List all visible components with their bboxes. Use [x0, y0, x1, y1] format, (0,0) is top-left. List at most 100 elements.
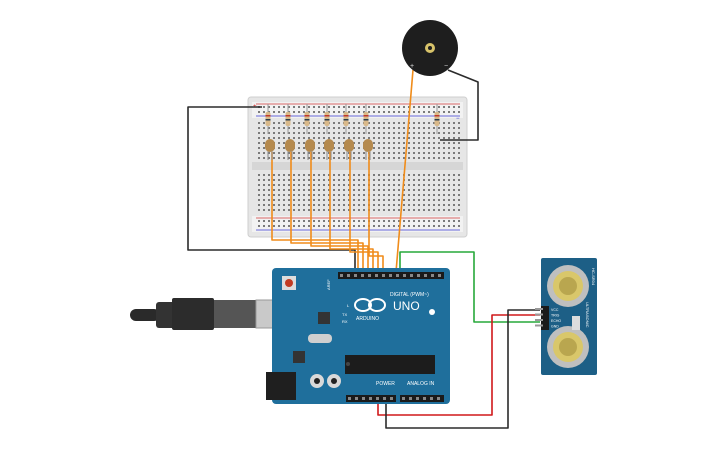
rail-minus-label: − — [456, 116, 460, 122]
hole — [373, 220, 375, 222]
header-pin — [423, 397, 426, 400]
hole — [283, 132, 285, 134]
piezo-buzzer[interactable]: + − — [402, 20, 458, 76]
hole — [448, 132, 450, 134]
hole — [343, 174, 345, 176]
hole — [258, 137, 260, 139]
hole — [273, 157, 275, 159]
usb-cable[interactable] — [130, 298, 293, 330]
hole — [343, 106, 345, 108]
hole — [413, 174, 415, 176]
hole — [333, 132, 335, 134]
hole — [453, 137, 455, 139]
hole — [443, 194, 445, 196]
hole — [353, 132, 355, 134]
hole — [263, 157, 265, 159]
hole — [373, 132, 375, 134]
hole — [283, 225, 285, 227]
hole — [413, 142, 415, 144]
led[interactable] — [324, 139, 334, 152]
hole — [403, 225, 405, 227]
hole — [258, 147, 260, 149]
hole — [398, 225, 400, 227]
hole — [278, 127, 280, 129]
hole — [423, 157, 425, 159]
hole — [263, 225, 265, 227]
hole — [358, 127, 360, 129]
hole — [378, 132, 380, 134]
hole — [378, 111, 380, 113]
breadboard[interactable]: + − — [247, 96, 468, 238]
hole — [348, 199, 350, 201]
hole — [338, 194, 340, 196]
hole — [408, 199, 410, 201]
hole — [333, 111, 335, 113]
hole — [433, 184, 435, 186]
hole — [373, 204, 375, 206]
hole — [413, 106, 415, 108]
hole — [428, 204, 430, 206]
hole — [333, 209, 335, 211]
hole — [273, 106, 275, 108]
hole — [308, 225, 310, 227]
led[interactable] — [305, 139, 315, 152]
hole — [428, 174, 430, 176]
led[interactable] — [265, 139, 275, 152]
hole — [433, 152, 435, 154]
hole — [408, 132, 410, 134]
hole — [358, 122, 360, 124]
hole — [263, 137, 265, 139]
led[interactable] — [344, 139, 354, 152]
header-pin — [376, 397, 379, 400]
hole — [403, 122, 405, 124]
hole — [323, 225, 325, 227]
hole — [298, 194, 300, 196]
hole — [423, 122, 425, 124]
hole — [443, 111, 445, 113]
hole — [383, 179, 385, 181]
hole — [328, 152, 330, 154]
hole — [393, 127, 395, 129]
hole — [398, 220, 400, 222]
hole — [413, 199, 415, 201]
hole — [418, 194, 420, 196]
hole — [258, 225, 260, 227]
wire-led-6 — [368, 152, 384, 272]
hole — [383, 147, 385, 149]
hole — [293, 189, 295, 191]
hole — [288, 157, 290, 159]
hole — [308, 179, 310, 181]
hole — [438, 220, 440, 222]
sensor-pin-label: ECHO — [551, 319, 561, 323]
hole — [268, 106, 270, 108]
hole — [313, 199, 315, 201]
hole — [363, 132, 365, 134]
hole — [353, 209, 355, 211]
hole — [453, 106, 455, 108]
hole — [373, 137, 375, 139]
hole — [378, 189, 380, 191]
arduino-uno[interactable]: DIGITAL (PWM~) AREF UNO ARDUINO L TX RX — [266, 268, 450, 404]
hole — [418, 122, 420, 124]
hole — [458, 220, 460, 222]
hole — [388, 157, 390, 159]
wires[interactable] — [187, 69, 540, 429]
hole — [298, 174, 300, 176]
hole — [318, 204, 320, 206]
hole — [403, 132, 405, 134]
header-pin — [389, 274, 392, 277]
hole — [378, 209, 380, 211]
hole — [448, 184, 450, 186]
hole — [308, 204, 310, 206]
hole — [268, 132, 270, 134]
led[interactable] — [285, 139, 295, 152]
hole — [403, 157, 405, 159]
hole — [398, 147, 400, 149]
hole — [358, 174, 360, 176]
hole — [398, 137, 400, 139]
hole — [268, 137, 270, 139]
hole — [278, 142, 280, 144]
led[interactable] — [363, 139, 373, 152]
hole — [393, 174, 395, 176]
